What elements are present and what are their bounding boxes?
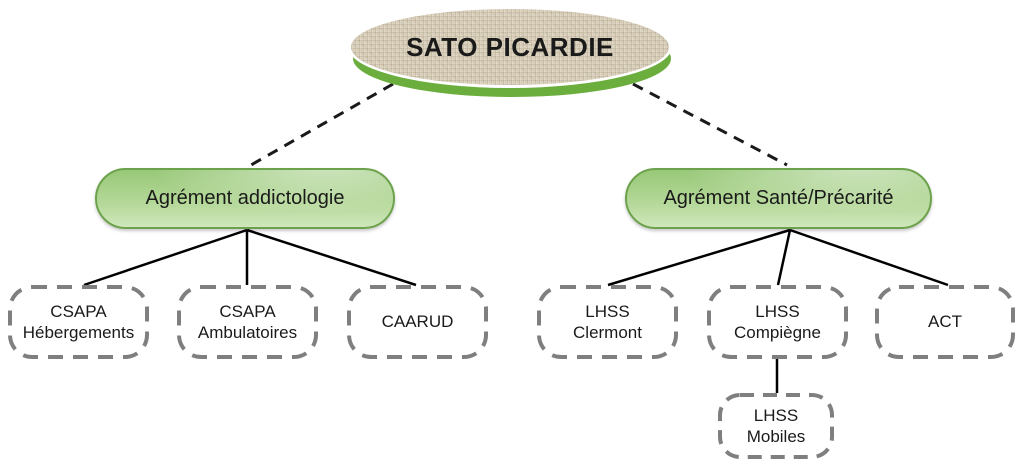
root-node: SATO PICARDIE (348, 6, 672, 88)
leaf-frame-caarud (347, 285, 488, 359)
leaf-node-lhss-mobiles: LHSS Mobiles (746, 405, 806, 446)
leaf-frame-lhss-compiegne (707, 285, 848, 359)
leaf-frame-csapa-hebergements (8, 285, 149, 359)
leaf-frame-lhss-mobiles (718, 393, 834, 459)
leaf-node-csapa-ambulatoires: CSAPA Ambulatoires (197, 301, 298, 342)
connector-root-to-branch-0 (250, 82, 394, 167)
connector-branch1-leaf4 (776, 229, 792, 286)
connector-branch0-leaf2 (246, 228, 417, 287)
connector-root-to-branch-1 (632, 82, 788, 167)
branch-node-agrement-addictologie: Agrément addictologie (95, 168, 395, 229)
leaf-frame-act (875, 285, 1015, 359)
leaf-node-csapa-hebergements: CSAPA Hébergements (22, 301, 135, 342)
leaf-node-act: ACT (928, 312, 962, 332)
connector-branch1-leaf5 (789, 228, 949, 287)
branch-label: Agrément Santé/Précarité (663, 187, 894, 209)
leaf-node-lhss-compiegne: LHSS Compiègne (734, 301, 821, 342)
leaf-node-caarud: CAARUD (381, 312, 454, 332)
leaf-frame-lhss-clermont (537, 285, 678, 359)
connector-branch1-leaf3 (607, 228, 791, 287)
leaf-node-lhss-clermont: LHSS Clermont (573, 301, 642, 342)
branch-node-agrement-sante-precarite: Agrément Santé/Précarité (625, 168, 932, 229)
root-node-label: SATO PICARDIE (406, 31, 614, 62)
leaf-frame-csapa-ambulatoires (177, 285, 318, 359)
connector-branch0-leaf0 (83, 228, 248, 287)
branch-label: Agrément addictologie (145, 187, 345, 209)
